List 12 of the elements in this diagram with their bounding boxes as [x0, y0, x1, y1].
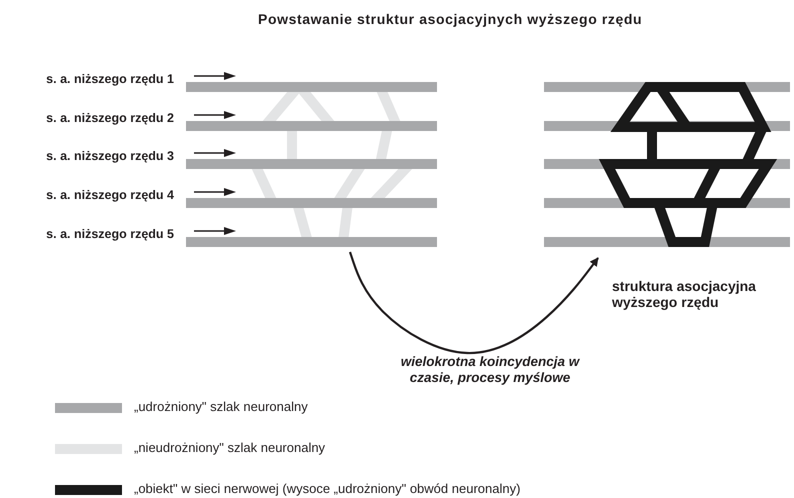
pathway-label: s. a. niższego rzędu 1 [46, 72, 174, 86]
edge-label: wielokrotna koincydencja w czasie, procesy myślowe [400, 354, 581, 386]
legend-text: „udrożniony" szlak neuronalny [134, 399, 308, 414]
pathway-label: s. a. niższego rzędu 5 [46, 227, 174, 241]
pathway-label: s. a. niższego rzędu 2 [46, 111, 174, 125]
legend-text: „obiekt" w sieci nerwowej (wysoce „udrożniony" obwód neuronalny) [134, 481, 520, 496]
title: Powstawanie struktur asocjacyjnych wyższego rzędu [258, 11, 642, 27]
legend-text: „nieudrożniony" szlak neuronalny [134, 440, 326, 455]
pathway-label: s. a. niższego rzędu 3 [46, 149, 174, 163]
curved-arrow [348, 252, 599, 354]
pathway-label: s. a. niższego rzędu 4 [46, 188, 174, 202]
structure-caption: struktura asocjacyjna wyższego rzędu [612, 278, 757, 310]
